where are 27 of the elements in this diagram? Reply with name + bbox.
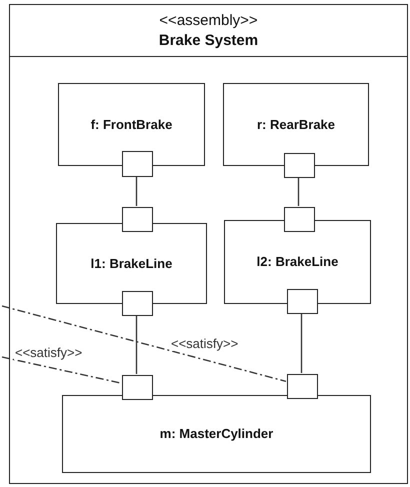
dependency-line — [2, 305, 286, 382]
dependency-line — [2, 356, 122, 384]
part-box — [62, 395, 371, 473]
part-name: l1: BrakeLine — [90, 254, 172, 273]
connector-line — [136, 315, 138, 374]
frame-title: Brake System — [158, 30, 258, 50]
part-name: l2: BrakeLine — [256, 253, 338, 272]
port-box — [122, 375, 153, 400]
port-box — [122, 291, 153, 316]
port-box — [284, 153, 315, 178]
connector-line — [300, 313, 302, 373]
stereotype-label: <<assembly>> — [159, 10, 258, 30]
part-box — [58, 83, 205, 166]
port-box — [122, 207, 153, 232]
port-box — [287, 374, 318, 399]
edge-label: <<satisfy>> — [170, 336, 240, 351]
connector-line — [136, 176, 138, 206]
port-box — [122, 151, 153, 177]
port-box — [284, 207, 315, 232]
connector-line — [298, 177, 300, 206]
assembly-frame — [9, 4, 408, 484]
part-name: r: RearBrake — [256, 116, 336, 134]
port-box — [287, 289, 318, 314]
part-name: f: FrontBrake — [90, 116, 172, 134]
edge-label: <<satisfy>> — [14, 345, 84, 360]
part-box — [223, 83, 369, 166]
part-name: m: MasterCylinder — [160, 425, 274, 444]
